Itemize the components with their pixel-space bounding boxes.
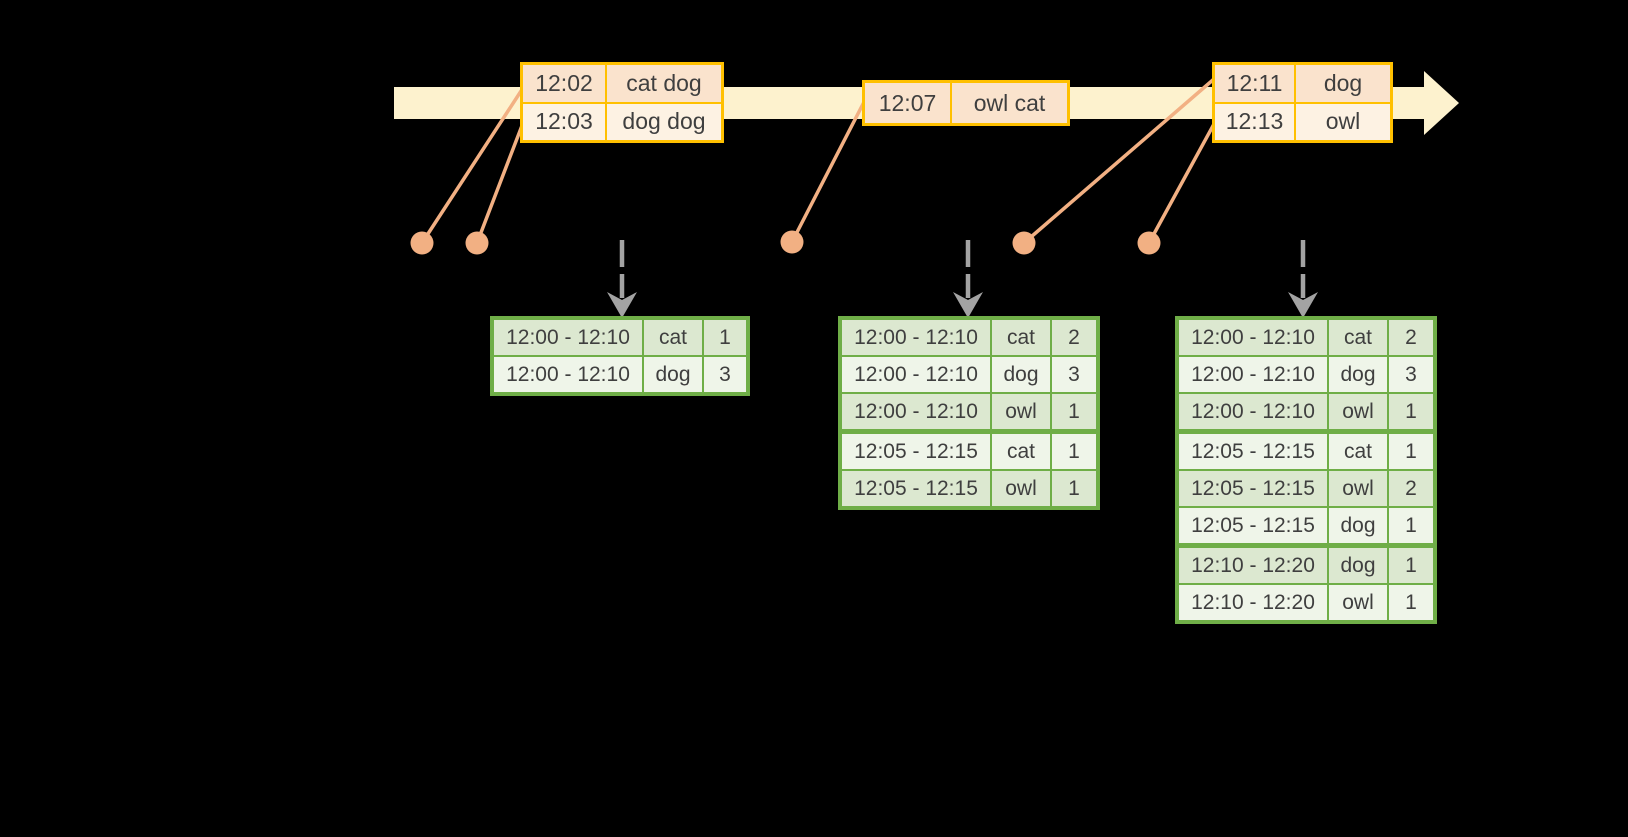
result-row: 12:05 - 12:15 dog 1: [1179, 508, 1433, 543]
window-range: 12:05 - 12:15: [842, 434, 990, 469]
input-event-table-3: 12:11 dog 12:13 owl: [1212, 62, 1393, 143]
event-row: 12:07 owl cat: [865, 83, 1067, 123]
count: 1: [1052, 434, 1096, 469]
result-row: 12:00 - 12:10 cat 1: [494, 320, 746, 355]
event-row: 12:02 cat dog: [523, 65, 721, 102]
event-connector-line: [420, 86, 525, 245]
event-time: 12:11: [1215, 65, 1294, 102]
result-row: 12:00 - 12:10 dog 3: [494, 357, 746, 392]
result-row: 12:05 - 12:15 cat 1: [842, 434, 1096, 469]
result-table-1: 12:00 - 12:10 cat 1 12:00 - 12:10 dog 3: [490, 316, 750, 396]
count: 1: [1389, 548, 1433, 583]
event-dots: [410, 230, 1161, 255]
event-words: dog: [1296, 65, 1390, 102]
window-range: 12:05 - 12:15: [1179, 434, 1327, 469]
result-row: 12:10 - 12:20 dog 1: [1179, 548, 1433, 583]
count: 2: [1389, 471, 1433, 506]
event-dot: [1137, 231, 1161, 255]
count: 1: [1389, 394, 1433, 429]
count: 1: [1052, 471, 1096, 506]
word: dog: [992, 357, 1050, 392]
result-row: 12:00 - 12:10 dog 3: [842, 357, 1096, 392]
event-words: cat dog: [607, 65, 721, 102]
timeline-arrowhead-icon: [1424, 71, 1459, 135]
window-range: 12:00 - 12:10: [842, 394, 990, 429]
event-row: 12:13 owl: [1215, 103, 1390, 140]
window-range: 12:00 - 12:10: [494, 357, 642, 392]
window-range: 12:00 - 12:10: [842, 357, 990, 392]
event-connector-lines: [420, 77, 1216, 245]
event-connector-line: [1147, 122, 1216, 245]
window-range: 12:00 - 12:10: [1179, 320, 1327, 355]
word: cat: [1329, 434, 1387, 469]
word: dog: [1329, 357, 1387, 392]
word: cat: [1329, 320, 1387, 355]
trigger-arrows: [607, 240, 1318, 318]
event-time: 12:02: [523, 65, 605, 102]
word: cat: [992, 434, 1050, 469]
result-table-3: 12:00 - 12:10 cat 2 12:00 - 12:10 dog 3 …: [1175, 316, 1437, 624]
word: dog: [1329, 548, 1387, 583]
count: 2: [1389, 320, 1433, 355]
event-words: dog dog: [607, 103, 721, 140]
word: owl: [1329, 585, 1387, 620]
event-dot: [1012, 231, 1036, 255]
window-range: 12:05 - 12:15: [1179, 508, 1327, 543]
event-words: owl cat: [952, 83, 1067, 123]
input-event-table-2: 12:07 owl cat: [862, 80, 1070, 126]
count: 1: [1052, 394, 1096, 429]
event-time: 12:07: [865, 83, 950, 123]
count: 2: [1052, 320, 1096, 355]
result-row: 12:00 - 12:10 cat 2: [842, 320, 1096, 355]
word: owl: [992, 394, 1050, 429]
trigger-arrow-icon: [953, 240, 983, 318]
result-table-2: 12:00 - 12:10 cat 2 12:00 - 12:10 dog 3 …: [838, 316, 1100, 510]
event-dot: [780, 230, 804, 254]
event-row: 12:03 dog dog: [523, 103, 721, 140]
result-row: 12:00 - 12:10 dog 3: [1179, 357, 1433, 392]
trigger-arrow-icon: [1288, 240, 1318, 318]
result-row: 12:00 - 12:10 owl 1: [1179, 394, 1433, 429]
event-dot: [410, 231, 434, 255]
event-row: 12:11 dog: [1215, 65, 1390, 102]
event-time: 12:03: [523, 103, 605, 140]
count: 1: [704, 320, 746, 355]
result-row: 12:05 - 12:15 owl 2: [1179, 471, 1433, 506]
result-row: 12:05 - 12:15 owl 1: [842, 471, 1096, 506]
window-range: 12:00 - 12:10: [842, 320, 990, 355]
window-range: 12:10 - 12:20: [1179, 585, 1327, 620]
window-range: 12:00 - 12:10: [1179, 357, 1327, 392]
count: 1: [1389, 434, 1433, 469]
count: 3: [1052, 357, 1096, 392]
event-time: 12:13: [1215, 103, 1294, 140]
event-connector-line: [790, 100, 866, 244]
event-connector-line: [475, 121, 525, 245]
window-range: 12:00 - 12:10: [1179, 394, 1327, 429]
window-range: 12:00 - 12:10: [494, 320, 642, 355]
count: 1: [1389, 585, 1433, 620]
event-words: owl: [1296, 103, 1390, 140]
window-range: 12:05 - 12:15: [842, 471, 990, 506]
count: 3: [1389, 357, 1433, 392]
word: owl: [1329, 471, 1387, 506]
count: 1: [1389, 508, 1433, 543]
window-range: 12:10 - 12:20: [1179, 548, 1327, 583]
input-event-table-1: 12:02 cat dog 12:03 dog dog: [520, 62, 724, 143]
result-row: 12:10 - 12:20 owl 1: [1179, 585, 1433, 620]
result-row: 12:00 - 12:10 cat 2: [1179, 320, 1433, 355]
word: owl: [1329, 394, 1387, 429]
count: 3: [704, 357, 746, 392]
result-row: 12:00 - 12:10 owl 1: [842, 394, 1096, 429]
event-connector-line: [1022, 77, 1216, 245]
word: cat: [644, 320, 702, 355]
result-row: 12:05 - 12:15 cat 1: [1179, 434, 1433, 469]
word: owl: [992, 471, 1050, 506]
window-range: 12:05 - 12:15: [1179, 471, 1327, 506]
trigger-arrow-icon: [607, 240, 637, 318]
event-dot: [465, 231, 489, 255]
word: dog: [1329, 508, 1387, 543]
word: cat: [992, 320, 1050, 355]
word: dog: [644, 357, 702, 392]
